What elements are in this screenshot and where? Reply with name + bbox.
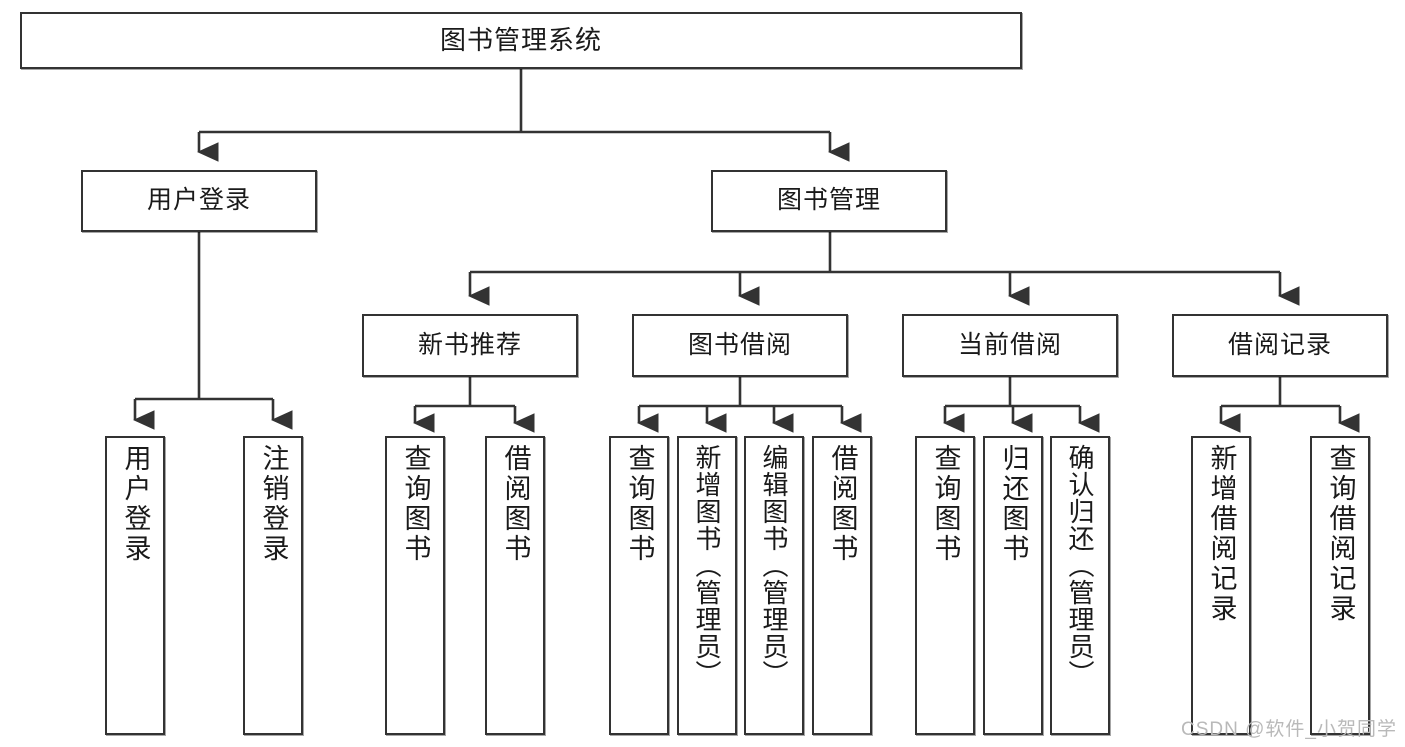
node-label: 借阅图书 bbox=[827, 444, 858, 564]
node-current-borrowing[interactable]: 当前借阅 bbox=[902, 314, 1118, 377]
leaf-query-books-current[interactable]: 查询图书 bbox=[915, 436, 975, 735]
leaf-add-book-admin[interactable]: 新增图书（管理员） bbox=[677, 436, 737, 735]
node-label: 用户登录 bbox=[146, 186, 251, 215]
node-book-management[interactable]: 图书管理 bbox=[711, 170, 947, 232]
node-label: 图书管理系统 bbox=[439, 25, 602, 56]
node-label: 新增图书（管理员） bbox=[692, 444, 722, 687]
leaf-borrow-books-newbook[interactable]: 借阅图书 bbox=[485, 436, 545, 735]
node-user-login[interactable]: 用户登录 bbox=[81, 170, 317, 232]
node-label: 查询图书 bbox=[624, 444, 655, 564]
node-label: 确认归还（管理员） bbox=[1065, 444, 1095, 687]
node-label: 用户登录 bbox=[120, 444, 151, 564]
node-label: 图书管理 bbox=[776, 186, 881, 215]
node-label: 借阅记录 bbox=[1227, 330, 1332, 359]
node-label: 借阅图书 bbox=[500, 444, 531, 564]
node-book-borrowing[interactable]: 图书借阅 bbox=[632, 314, 848, 377]
node-label: 归还图书 bbox=[998, 444, 1029, 564]
leaf-query-books-newbook[interactable]: 查询图书 bbox=[385, 436, 445, 735]
node-label: 当前借阅 bbox=[957, 330, 1062, 359]
node-borrow-records[interactable]: 借阅记录 bbox=[1172, 314, 1388, 377]
leaf-user-login[interactable]: 用户登录 bbox=[105, 436, 165, 735]
node-root-book-management-system[interactable]: 图书管理系统 bbox=[20, 12, 1022, 69]
leaf-add-borrow-record[interactable]: 新增借阅记录 bbox=[1191, 436, 1251, 735]
leaf-borrow-books[interactable]: 借阅图书 bbox=[812, 436, 872, 735]
node-label: 新书推荐 bbox=[417, 330, 522, 359]
leaf-query-borrow-record[interactable]: 查询借阅记录 bbox=[1310, 436, 1370, 735]
leaf-logout[interactable]: 注销登录 bbox=[243, 436, 303, 735]
leaf-edit-book-admin[interactable]: 编辑图书（管理员） bbox=[744, 436, 804, 735]
node-label: 查询借阅记录 bbox=[1325, 444, 1356, 624]
leaf-query-books-borrow[interactable]: 查询图书 bbox=[609, 436, 669, 735]
node-label: 编辑图书（管理员） bbox=[759, 444, 789, 687]
node-label: 注销登录 bbox=[258, 444, 289, 564]
node-label: 查询图书 bbox=[930, 444, 961, 564]
leaf-confirm-return-admin[interactable]: 确认归还（管理员） bbox=[1050, 436, 1110, 735]
node-new-book-recommendation[interactable]: 新书推荐 bbox=[362, 314, 578, 377]
node-label: 图书借阅 bbox=[687, 330, 792, 359]
node-label: 查询图书 bbox=[400, 444, 431, 564]
node-label: 新增借阅记录 bbox=[1206, 444, 1237, 624]
watermark-text: CSDN @软件_小贺同学 bbox=[1181, 719, 1397, 740]
leaf-return-books[interactable]: 归还图书 bbox=[983, 436, 1043, 735]
